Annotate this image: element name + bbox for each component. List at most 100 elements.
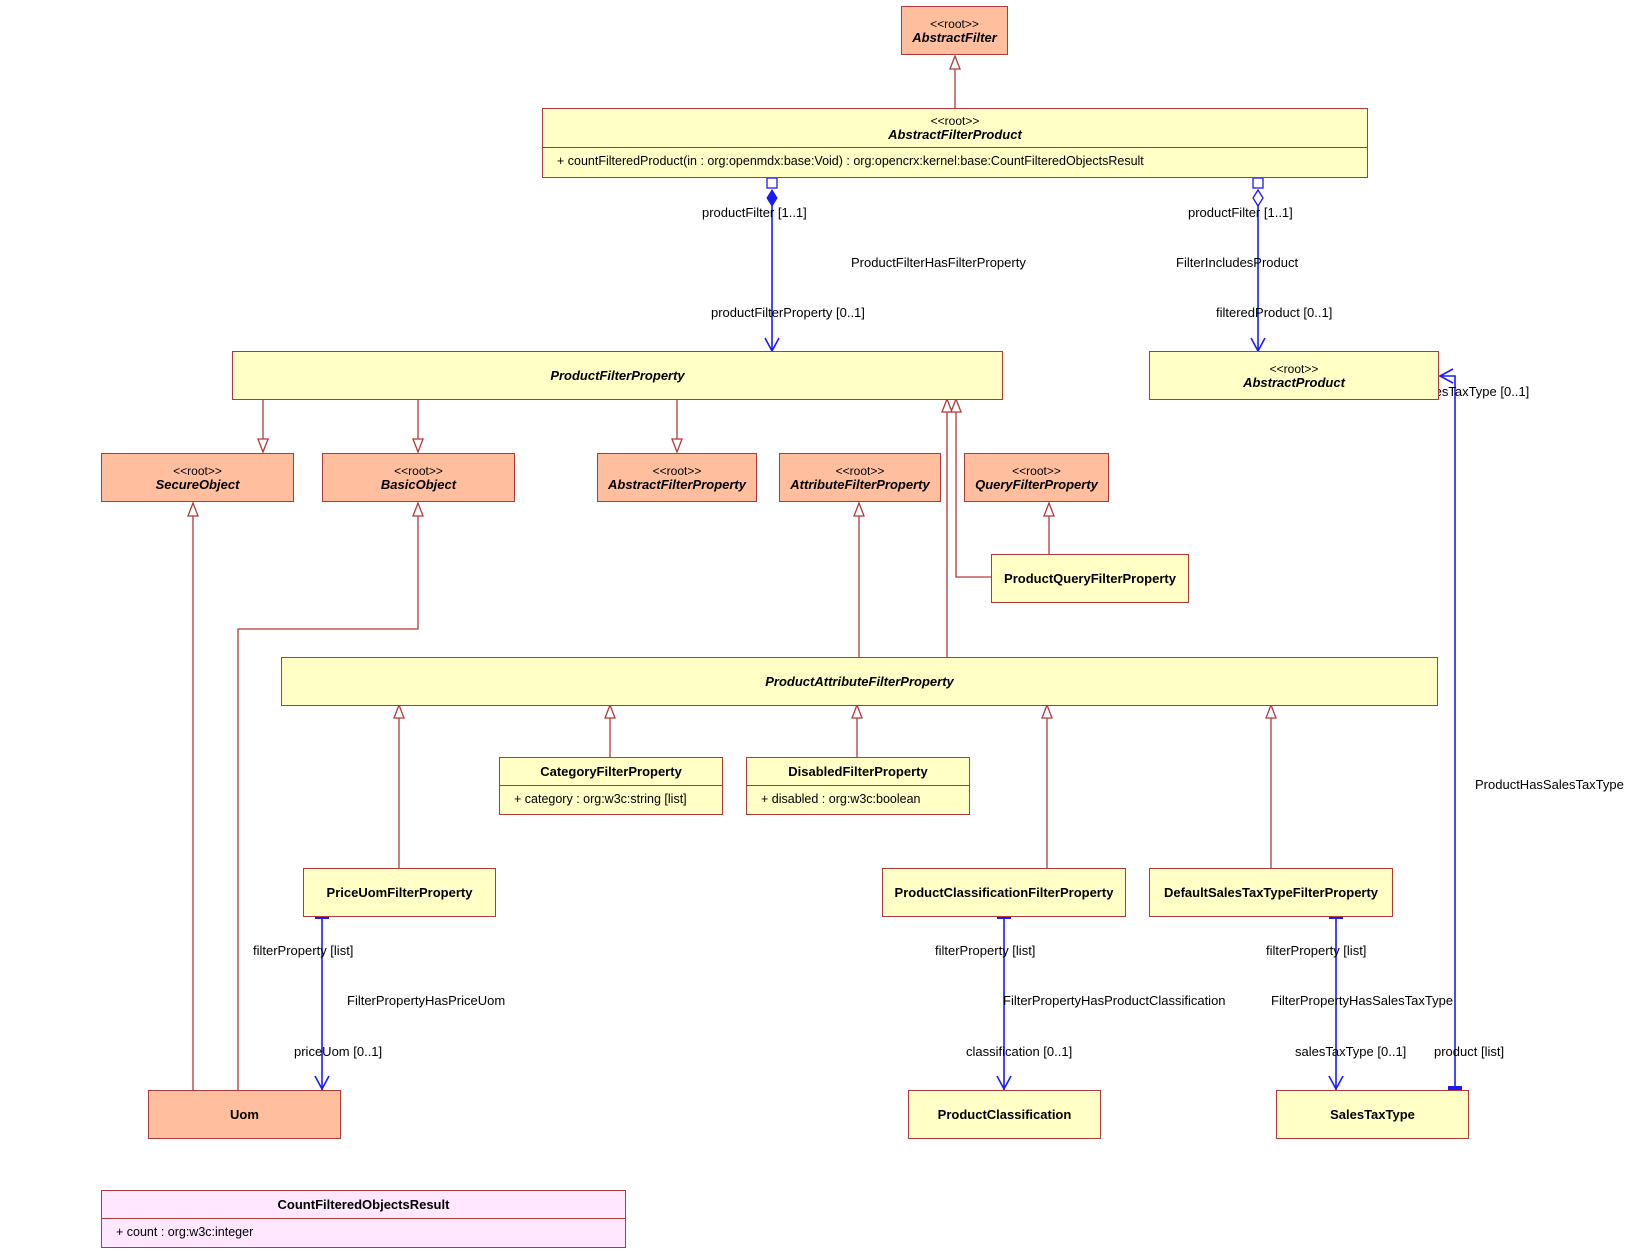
assoc-producthassalestaxtype [1440,375,1456,1088]
label-filter-property-1: filterProperty [list] [253,943,353,958]
class-secure-object[interactable]: <<root>> SecureObject [101,453,294,502]
class-abstract-filter-product[interactable]: <<root>> AbstractFilterProduct + countFi… [542,108,1368,178]
class-name: ProductQueryFilterProperty [1004,571,1176,586]
class-abstract-filter[interactable]: <<root>> AbstractFilter [901,6,1008,55]
stereotype-label: <<root>> [930,16,979,31]
class-disabled-filter-property[interactable]: DisabledFilterProperty + disabled : org:… [746,757,970,815]
class-name: AbstractProduct [1243,374,1345,390]
label-filtered-product: filteredProduct [0..1] [1216,305,1332,320]
gen-head-abstractfilterproperty [671,438,683,454]
label-sales-tax-type-top: salesTaxType [0..1] [1418,384,1529,399]
gen-head-pafp-classification [1041,703,1053,719]
class-name: DefaultSalesTaxTypeFilterProperty [1163,885,1379,900]
stereotype-label: <<root>> [173,463,222,478]
label-filter-includes-product: FilterIncludesProduct [1176,255,1298,270]
label-product-filter-has-filter-property: ProductFilterHasFilterProperty [851,255,1026,270]
class-name: QueryFilterProperty [975,476,1098,492]
stereotype-label: <<root>> [1012,463,1061,478]
class-name: ProductClassification [937,1107,1072,1122]
class-product-classification-filter-property[interactable]: ProductClassificationFilterProperty [882,868,1126,917]
class-basic-object[interactable]: <<root>> BasicObject [322,453,515,502]
gen-head-pfp-2 [950,397,962,413]
class-name: CategoryFilterProperty [540,764,682,779]
gen-head-pafp-category [604,703,616,719]
stereotype-label: <<root>> [835,463,885,478]
label-filter-property-has-product-classification: FilterPropertyHasProductClassification [1003,993,1226,1008]
class-attribute-filter-property[interactable]: <<root>> AttributeFilterProperty [779,453,941,502]
generalization-lines [192,57,1272,1090]
stereotype-label: <<root>> [394,463,443,478]
arrowhead-uom [314,1075,330,1091]
label-product-filter-1: productFilter [1..1] [702,205,807,220]
attribute-disabled: + disabled : org:w3c:boolean [747,785,969,816]
class-count-filtered-objects-result[interactable]: CountFilteredObjectsResult + count : org… [101,1190,626,1248]
gen-head-queryfilterproperty [1043,501,1055,517]
arrowhead-productclassification [996,1075,1012,1091]
gen-head-pafp-disabled [851,703,863,719]
class-product-attribute-filter-property[interactable]: ProductAttributeFilterProperty [281,657,1438,706]
class-name: CountFilteredObjectsResult [277,1197,450,1212]
label-sales-tax-type-bottom: salesTaxType [0..1] [1295,1044,1406,1059]
label-filter-property-has-sales-tax-type: FilterPropertyHasSalesTaxType [1271,993,1453,1008]
aggregation-diamond [1252,188,1264,208]
association-lines [321,190,1456,1090]
class-default-sales-tax-type-filter-property[interactable]: DefaultSalesTaxTypeFilterProperty [1149,868,1393,917]
class-name: DisabledFilterProperty [788,764,928,779]
class-price-uom-filter-property[interactable]: PriceUomFilterProperty [303,868,496,917]
class-name: BasicObject [380,476,457,492]
generalization-heads [187,54,1277,719]
gen-pqfp-to-productfilterproperty [955,400,991,578]
gen-head-secureobject-from-uom [187,501,199,517]
attribute-count: + count : org:w3c:integer [102,1218,625,1249]
class-name: AbstractFilterProperty [608,476,746,492]
gen-head-pafp-defaultsalestax [1265,703,1277,719]
class-category-filter-property[interactable]: CategoryFilterProperty + category : org:… [499,757,723,815]
gen-head-basicobject [412,438,424,454]
class-sales-tax-type[interactable]: SalesTaxType [1276,1090,1469,1139]
class-name: AbstractFilter [912,29,997,45]
label-filter-property-has-price-uom: FilterPropertyHasPriceUom [347,993,505,1008]
class-name: PriceUomFilterProperty [326,885,473,900]
label-product-filter-2: productFilter [1..1] [1188,205,1293,220]
class-query-filter-property[interactable]: <<root>> QueryFilterProperty [964,453,1109,502]
association-labels: productFilter [1..1] ProductFilterHasFil… [253,205,1624,1059]
gen-head-basicobject-from-uom [412,501,424,517]
class-name: ProductClassificationFilterProperty [894,885,1114,900]
class-abstract-filter-property[interactable]: <<root>> AbstractFilterProperty [597,453,757,502]
arrowhead-abstractproduct-right [1438,368,1454,384]
label-product-has-sales-tax-type: ProductHasSalesTaxType [1475,777,1624,792]
class-product-query-filter-property[interactable]: ProductQueryFilterProperty [991,554,1189,603]
gen-head-pfp-1 [941,397,953,413]
stereotype-label: <<root>> [1269,361,1319,376]
arrowhead-salestaxtype [1328,1075,1344,1091]
gen-head-attributefilterproperty [853,501,865,517]
class-product-filter-property[interactable]: ProductFilterProperty [232,351,1003,400]
class-name: AbstractFilterProduct [888,127,1022,142]
label-product-list: product [list] [1434,1044,1504,1059]
class-abstract-product[interactable]: <<root>> AbstractProduct [1149,351,1439,400]
class-name: SecureObject [155,476,240,492]
gen-uom-to-basicobject [237,504,419,1090]
label-filter-property-3: filterProperty [list] [1266,943,1366,958]
attribute-category: + category : org:w3c:string [list] [500,785,722,816]
class-uom[interactable]: Uom [148,1090,341,1139]
class-product-classification[interactable]: ProductClassification [908,1090,1101,1139]
stereotype-label: <<root>> [930,114,980,128]
label-filter-property-2: filterProperty [list] [935,943,1035,958]
class-name: ProductFilterProperty [550,368,685,383]
label-price-uom: priceUom [0..1] [294,1044,382,1059]
stereotype-label: <<root>> [652,463,702,478]
class-name: ProductAttributeFilterProperty [765,674,954,689]
composition-diamond [766,189,778,207]
class-name: Uom [230,1107,259,1122]
label-classification: classification [0..1] [966,1044,1072,1059]
operation-count-filtered-product: + countFilteredProduct(in : org:openmdx:… [543,147,1367,177]
gen-head-secureobject [257,438,269,454]
qualifier-square-2 [1252,177,1264,189]
qualifier-square-1 [766,177,778,189]
class-name: SalesTaxType [1330,1107,1415,1122]
class-name: AttributeFilterProperty [790,476,930,492]
gen-head-pafp-priceuom [393,703,405,719]
label-product-filter-property-role: productFilterProperty [0..1] [711,305,865,320]
